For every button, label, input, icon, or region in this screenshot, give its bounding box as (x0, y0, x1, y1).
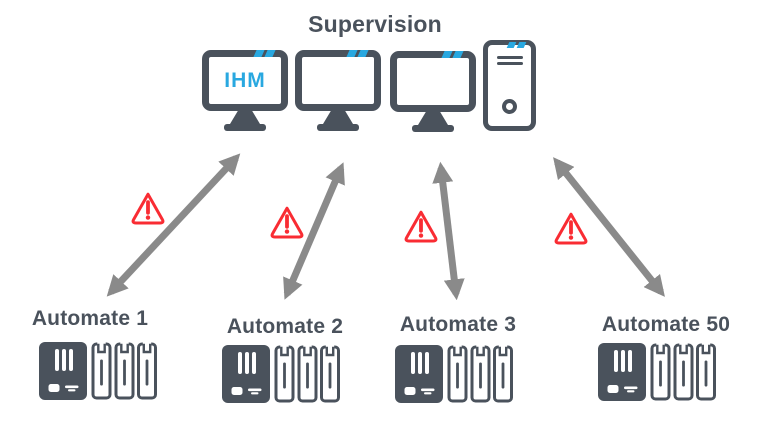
monitor-stand-base (317, 124, 359, 131)
plc-icon (222, 345, 341, 403)
alert-triangle-icon (270, 206, 304, 239)
automate-label: Automate 1 (31, 307, 149, 330)
plc-icon (39, 342, 158, 400)
hmi-monitor-icon: IHM (202, 50, 288, 131)
tower-vent-line (497, 62, 523, 65)
monitor-frame (390, 51, 476, 112)
diagram-title: Supervision (308, 11, 442, 37)
alert-triangle-icon (131, 192, 165, 225)
automate-label: Automate 2 (226, 315, 344, 338)
plc-icon (395, 345, 514, 403)
brand-slashes-icon (441, 51, 464, 58)
monitor-frame: IHM (202, 50, 288, 111)
monitor-stand (418, 112, 448, 125)
monitor-icon-2 (295, 50, 381, 131)
plc-icon (598, 343, 717, 401)
brand-slashes-icon (506, 42, 527, 48)
link-arrow-automate-3 (432, 161, 465, 301)
brand-slashes-icon (346, 50, 369, 57)
monitor-stand-base (224, 124, 266, 131)
tower-vent-line (497, 56, 523, 59)
monitor-stand-base (412, 125, 454, 132)
automate-label: Automate 50 (601, 313, 731, 336)
monitor-frame (295, 50, 381, 111)
monitor-icon-3 (390, 51, 476, 132)
monitor-stand (323, 111, 353, 124)
automate-label: Automate 3 (399, 313, 517, 336)
brand-slashes-icon (253, 50, 276, 57)
tower-power-button-icon (502, 99, 517, 114)
alert-triangle-icon (554, 212, 588, 245)
desktop-tower-icon (483, 40, 536, 131)
alert-triangle-icon (404, 210, 438, 243)
monitor-stand (230, 111, 260, 124)
ihm-label: IHM (224, 68, 266, 92)
